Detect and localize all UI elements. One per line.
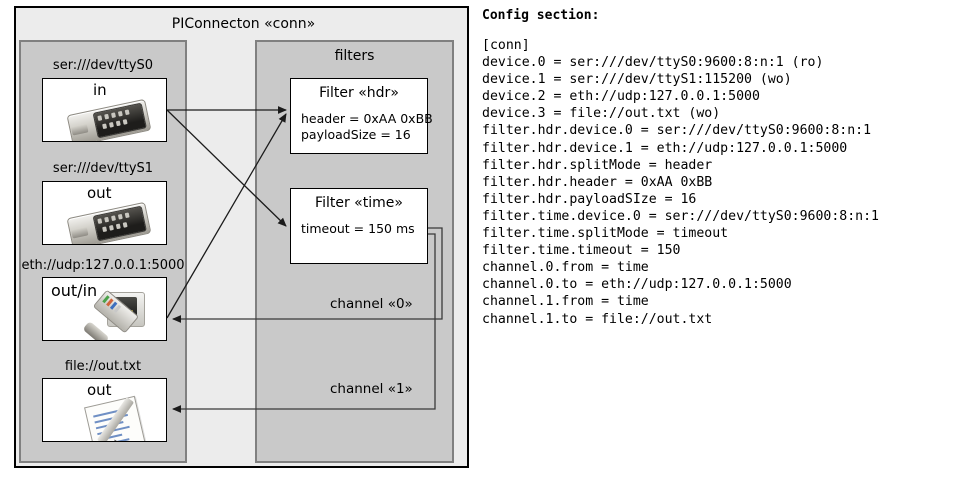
filter-box-hdr[interactable]: Filter «hdr» header = 0xAA 0xBB payloadS… bbox=[290, 78, 433, 154]
filter-attrs-hdr: header = 0xAA 0xBB payloadSize = 16 bbox=[301, 111, 433, 142]
ethernet-icon bbox=[82, 289, 155, 340]
channel-label-1: channel «1» bbox=[330, 381, 413, 397]
piconnector-diagram: PIConnecton «conn» filters ser:///dev/tt… bbox=[14, 6, 469, 470]
device-label-ser-ttys1: ser:///dev/ttyS1 bbox=[52, 161, 154, 176]
device-io-ser-ttys0: in bbox=[93, 81, 107, 99]
channel-label-0: channel «0» bbox=[330, 296, 413, 312]
device-box-ser-ttys0[interactable]: in bbox=[42, 78, 167, 142]
device-io-eth-udp: out/in bbox=[51, 281, 98, 300]
device-box-eth-udp[interactable]: out/in bbox=[42, 277, 167, 341]
device-io-ser-ttys1: out bbox=[87, 184, 112, 202]
config-heading: Config section: bbox=[482, 8, 600, 23]
filter-title-time: Filter «time» bbox=[315, 195, 403, 211]
filter-title-hdr: Filter «hdr» bbox=[319, 85, 399, 101]
filters-panel-title: filters bbox=[334, 48, 375, 64]
serial-port-icon bbox=[66, 95, 152, 141]
text-file-icon bbox=[84, 395, 153, 441]
device-label-file-out: file://out.txt bbox=[64, 359, 142, 374]
filter-attrs-time: timeout = 150 ms bbox=[301, 221, 415, 236]
page-title: PIConnecton «conn» bbox=[171, 16, 316, 32]
serial-port-icon bbox=[66, 198, 152, 244]
config-section: Config section: [conn] device.0 = ser://… bbox=[482, 8, 952, 328]
device-box-ser-ttys1[interactable]: out bbox=[42, 181, 167, 245]
device-box-file-out[interactable]: out bbox=[42, 378, 167, 442]
device-io-file-out: out bbox=[87, 381, 112, 399]
device-label-ser-ttys0: ser:///dev/ttyS0 bbox=[52, 58, 154, 73]
filter-box-time[interactable]: Filter «time» timeout = 150 ms bbox=[290, 188, 428, 264]
device-label-eth-udp: eth://udp:127.0.0.1:5000 bbox=[21, 258, 185, 273]
config-text: [conn] device.0 = ser:///dev/ttyS0:9600:… bbox=[482, 38, 879, 327]
